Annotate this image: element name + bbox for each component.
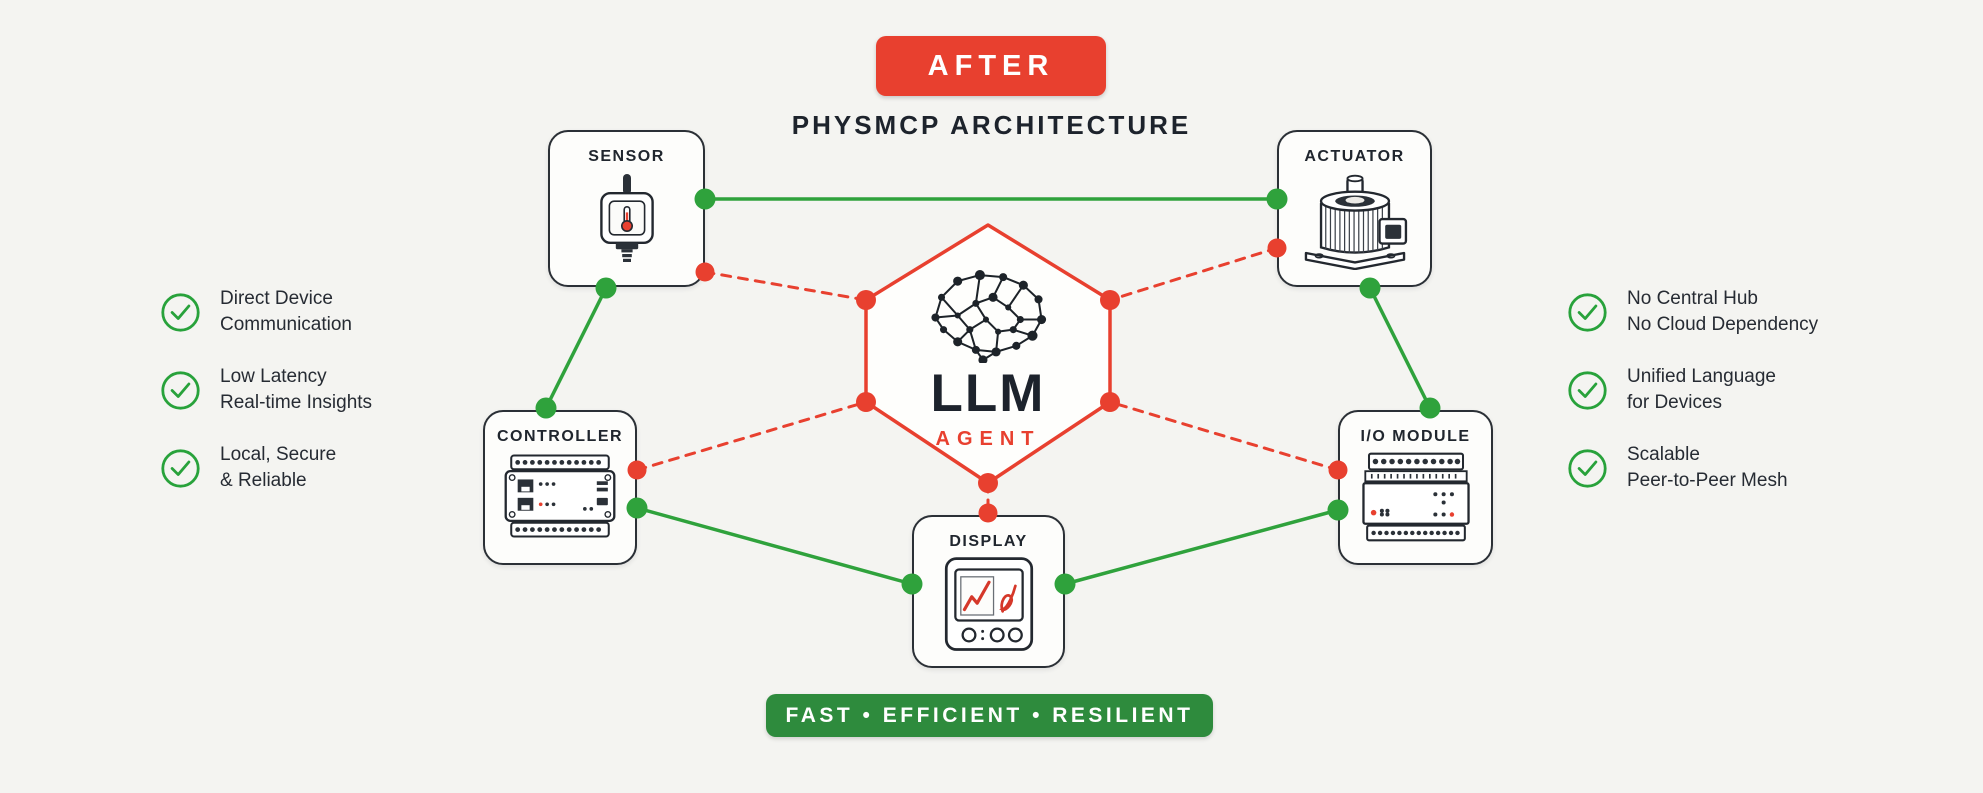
llm-agent-node: LLM AGENT [866, 225, 1110, 483]
red-link-agent-controller [635, 400, 868, 472]
device-node-sensor: SENSOR [548, 130, 705, 287]
red-node-dot [1100, 290, 1120, 310]
red-node-dot [1100, 392, 1120, 412]
llm-agent-hexagon [864, 223, 1112, 485]
checkmark-icon [161, 370, 200, 410]
checkmark-icon [161, 448, 200, 488]
benefit-line: Scalable [1627, 444, 1700, 465]
actuator-icon [1304, 174, 1407, 270]
after-badge: AFTER [876, 36, 1106, 96]
benefit-line: No Cloud Dependency [1627, 314, 1819, 335]
red-link-agent-actuator [1108, 246, 1279, 302]
checkmark-icon [161, 292, 200, 332]
benefit-line: Local, Secure [220, 444, 337, 465]
benefit-line: Communication [220, 314, 352, 335]
benefit-line: Real-time Insights [220, 392, 373, 413]
green-link-io-display [1063, 508, 1340, 586]
benefit-item: Scalable Peer-to-Peer Mesh [1567, 440, 1788, 496]
footer-banner: FAST • EFFICIENT • RESILIENT [766, 694, 1213, 737]
benefit-line: Direct Device [220, 288, 333, 309]
agent-name: LLM [930, 364, 1046, 423]
io-module-icon [1361, 452, 1470, 542]
benefit-item: Low Latency Real-time Insights [160, 362, 372, 418]
device-label-sensor: SENSOR [588, 148, 665, 165]
page-title: PHYSMCP ARCHITECTURE [791, 110, 1192, 140]
green-link-sensor-controller [544, 286, 608, 410]
device-node-actuator: ACTUATOR [1277, 130, 1432, 287]
red-node-dot [856, 290, 876, 310]
checkmark-icon [1568, 292, 1607, 332]
benefit-item: Unified Language for Devices [1567, 362, 1776, 418]
benefit-item: Local, Secure & Reliable [160, 440, 336, 496]
display-icon [944, 557, 1033, 651]
device-label-io-module: I/O MODULE [1360, 428, 1471, 445]
sensor-icon [599, 174, 654, 262]
red-node-dot [856, 392, 876, 412]
benefit-line: & Reliable [220, 470, 307, 491]
benefit-line: Unified Language [1627, 366, 1776, 387]
device-node-display: DISPLAY [912, 515, 1065, 668]
benefit-line: Low Latency [220, 366, 327, 387]
benefit-line: Peer-to-Peer Mesh [1627, 470, 1788, 491]
device-node-io-module: I/O MODULE [1338, 410, 1493, 565]
green-link-controller-display [635, 506, 914, 586]
red-link-agent-sensor [703, 270, 868, 302]
device-label-actuator: ACTUATOR [1304, 148, 1405, 165]
device-label-controller: CONTROLLER [496, 428, 624, 445]
green-link-actuator-io [1368, 286, 1432, 410]
benefit-item: No Central Hub No Cloud Dependency [1567, 284, 1818, 340]
red-node-dot [978, 473, 998, 493]
checkmark-icon [1568, 448, 1607, 488]
device-label-display: DISPLAY [949, 533, 1028, 550]
benefit-line: No Central Hub [1627, 288, 1758, 309]
controller-icon [504, 454, 616, 538]
benefit-line: for Devices [1627, 392, 1723, 413]
checkmark-icon [1568, 370, 1607, 410]
benefit-item: Direct Device Communication [160, 284, 352, 340]
brain-network-icon [931, 270, 1047, 363]
agent-role: AGENT [935, 428, 1041, 450]
device-node-controller: CONTROLLER [483, 410, 637, 565]
red-link-agent-io [1108, 400, 1340, 472]
